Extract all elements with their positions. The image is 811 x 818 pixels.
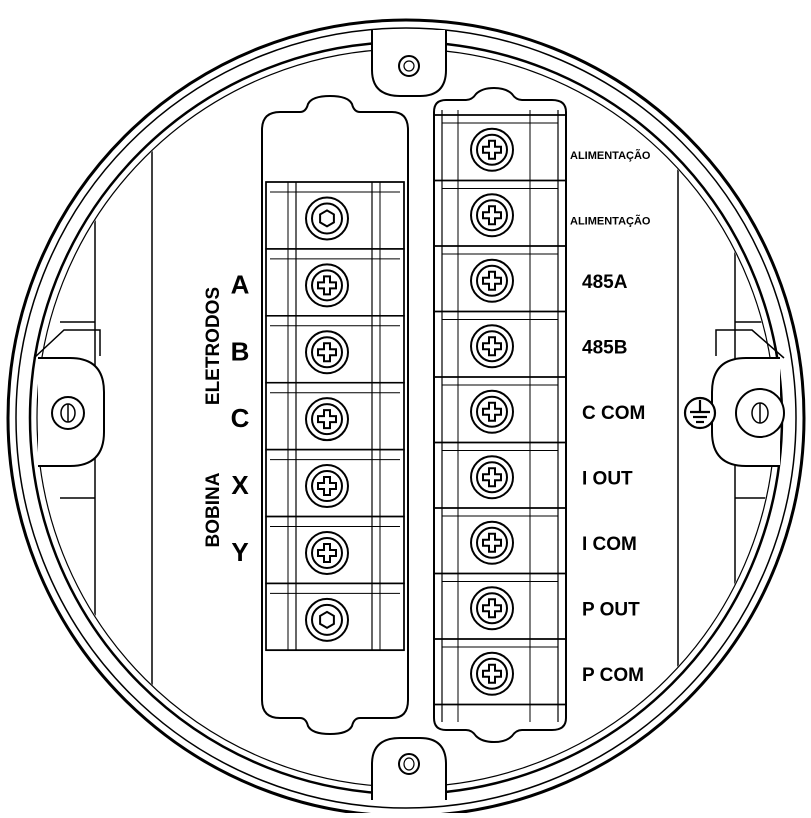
hex-nut-icon bbox=[305, 196, 349, 241]
right-terminal-label: C COM bbox=[582, 403, 645, 424]
left-terminal-row bbox=[265, 448, 405, 518]
cross-screw-icon bbox=[470, 258, 514, 303]
electrodes-group-label: ELETRODOS bbox=[203, 287, 224, 405]
housing-internal-lines bbox=[60, 150, 770, 690]
cross-screw-icon bbox=[470, 193, 514, 238]
right-terminal-label: I OUT bbox=[582, 468, 633, 489]
right-terminal-row bbox=[434, 441, 566, 500]
left-terminal-label: A bbox=[231, 269, 250, 299]
left-terminal-row bbox=[265, 181, 405, 250]
cross-screw-icon bbox=[305, 263, 349, 308]
cross-screw-icon bbox=[305, 397, 349, 442]
right-terminal-row bbox=[434, 179, 566, 238]
right-terminal-rows bbox=[434, 114, 566, 706]
left-terminal-rows bbox=[265, 181, 405, 652]
cross-screw-icon bbox=[470, 389, 514, 434]
top-mount bbox=[371, 30, 447, 97]
left-terminal-label: B bbox=[231, 336, 250, 366]
cross-screw-icon bbox=[470, 455, 514, 500]
bottom-mount bbox=[371, 737, 447, 800]
left-terminal-label: X bbox=[231, 470, 249, 500]
right-terminal-row bbox=[434, 376, 566, 434]
cross-screw-icon bbox=[470, 586, 514, 631]
left-terminal-row bbox=[265, 515, 405, 585]
cross-screw-icon bbox=[305, 464, 349, 509]
left-terminal-labels: A B C X Y bbox=[231, 269, 250, 567]
right-terminal-label: I COM bbox=[582, 534, 637, 555]
right-terminal-row bbox=[434, 310, 566, 369]
ground-symbol-icon bbox=[683, 396, 717, 430]
right-terminal-label: P OUT bbox=[582, 599, 640, 620]
left-terminal-label: C bbox=[231, 403, 250, 433]
right-terminal-row bbox=[434, 245, 566, 303]
cross-screw-icon bbox=[470, 324, 514, 369]
right-terminal-row bbox=[434, 114, 566, 172]
right-terminal-label: ALIMENTAÇÃO bbox=[570, 149, 651, 162]
right-terminal-row bbox=[434, 638, 566, 696]
outer-ring-2 bbox=[15, 27, 797, 809]
cross-screw-icon bbox=[305, 330, 349, 375]
right-terminal-row bbox=[434, 507, 566, 565]
right-terminal-label: P COM bbox=[582, 665, 644, 686]
right-terminal-label: 485A bbox=[582, 272, 628, 293]
right-terminal-label: 485B bbox=[582, 337, 627, 358]
left-terminal-row bbox=[265, 582, 405, 652]
hex-nut-icon bbox=[305, 597, 349, 642]
left-mount bbox=[33, 329, 105, 467]
cross-screw-icon bbox=[470, 651, 514, 696]
left-terminal-label: Y bbox=[231, 537, 248, 567]
left-terminal-row bbox=[265, 315, 405, 384]
right-terminal-row bbox=[434, 572, 566, 631]
right-mount bbox=[711, 329, 785, 467]
cross-screw-icon bbox=[470, 520, 514, 565]
cross-screw-icon bbox=[305, 530, 349, 575]
left-terminal-row bbox=[265, 248, 405, 317]
right-terminal-labels: ALIMENTAÇÃO ALIMENTAÇÃO 485A 485B C COM I OUT… bbox=[570, 149, 651, 686]
coil-group-label: BOBINA bbox=[203, 472, 224, 547]
right-terminal-label: ALIMENTAÇÃO bbox=[570, 214, 651, 227]
cross-screw-icon bbox=[470, 127, 514, 172]
